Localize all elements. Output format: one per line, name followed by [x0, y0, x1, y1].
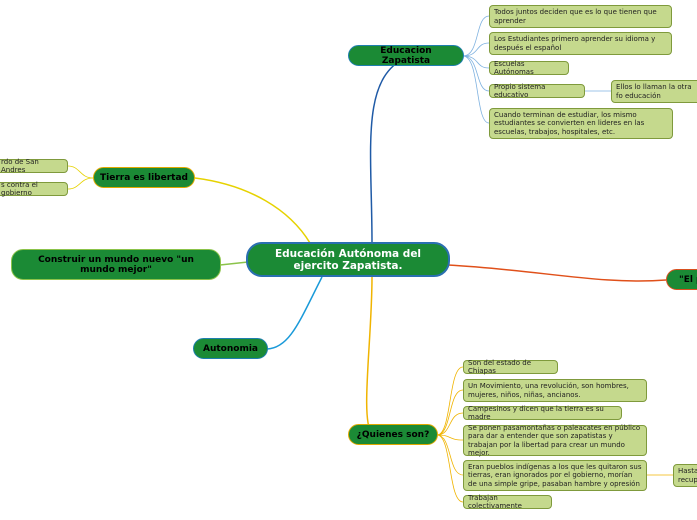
link-tierra [194, 177, 311, 244]
quienes-leaf-links [436, 366, 673, 503]
branch-tierra-es-libertad[interactable]: Tierra es libertad [93, 167, 195, 188]
link-el-p [447, 264, 667, 282]
educacion-leaf-links [462, 15, 611, 124]
link-construir [219, 261, 249, 266]
leaf-escuelas-autonomas[interactable]: Escuelas Autónomas [489, 60, 569, 76]
leaf-estudiantes-lideres[interactable]: Cuando terminan de estudiar, los mismo e… [489, 108, 673, 139]
link-educacion [369, 57, 406, 244]
branch-construir-mundo-nuevo[interactable]: Construir un mundo nuevo "un mundo mejor… [11, 249, 221, 280]
leaf-campesinos-tierra[interactable]: Campesinos y dicen que la tierra es su m… [463, 405, 622, 421]
leaf-trabajan-colectivamente[interactable]: Trabajan colectivamente [463, 494, 552, 510]
link-autonomia [266, 276, 323, 350]
leaf-contra-el-gobierno[interactable]: s contra el gobierno [0, 181, 68, 197]
leaf-pasamontanas[interactable]: Se ponen pasamontañas o paleacates en pú… [463, 424, 647, 457]
leaf-propio-sistema-educativo[interactable]: Propio sistema educativo [489, 83, 585, 99]
tierra-leaf-links [67, 165, 94, 190]
branch-el-p[interactable]: "El p [666, 269, 697, 290]
branch-educacion-zapatista[interactable]: Educacion Zapatista [348, 45, 464, 66]
leaf-estado-chiapas[interactable]: Son del estado de Chiapas [463, 359, 558, 375]
link-quienes [365, 276, 373, 435]
leaf-estudiantes-idioma[interactable]: Los Estudiantes primero aprender su idio… [489, 32, 672, 55]
central-topic-label: Educación Autónoma del ejercito Zapatist… [274, 247, 422, 272]
leaf-hasta-recuperar[interactable]: Hasta recupe [673, 464, 697, 487]
central-topic[interactable]: Educación Autónoma del ejercito Zapatist… [246, 242, 450, 277]
leaf-todos-juntos-deciden[interactable]: Todos juntos deciden que es lo que tiene… [489, 5, 672, 28]
branch-autonomia[interactable]: Autonomia [193, 338, 268, 359]
leaf-otra-forma-educacion[interactable]: Ellos lo llaman la otra fo educación [611, 80, 697, 103]
branch-quienes-son[interactable]: ¿Quienes son? [348, 424, 438, 445]
leaf-pueblos-indigenas[interactable]: Eran pueblos indígenas a los que les qui… [463, 460, 647, 491]
leaf-movimiento-revolucion[interactable]: Un Movimiento, una revolución, son hombr… [463, 379, 647, 402]
leaf-acuerdo-san-andres[interactable]: rdo de San Andres [0, 158, 68, 174]
